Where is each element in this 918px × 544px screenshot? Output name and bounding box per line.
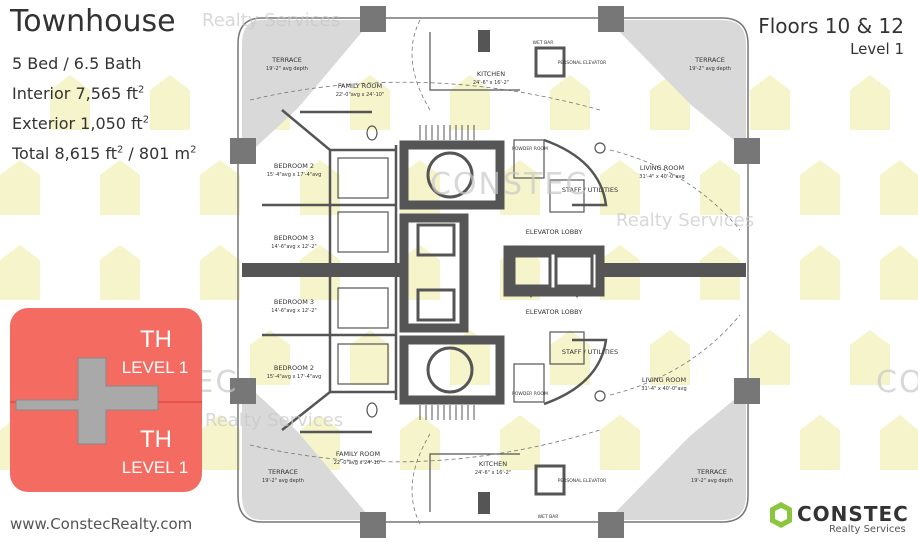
label-staff-bot: STAFF / UTILITIES [562,348,618,356]
watermark-word-3: CONSTEC [876,365,918,400]
label-bed2-bot: BEDROOM 2 [274,364,314,372]
label-lobby-top: ELEVATOR LOBBY [526,228,583,236]
doors [594,142,606,402]
kitchen-islands [478,30,490,514]
utility-curves [543,138,608,406]
label-living-top: LIVING ROOM [640,164,684,172]
label-family-top-dim: 22'-0"avg x 24'-10" [336,92,385,98]
watermark-word-1: CONSTEC [430,167,588,202]
spec-total: Total 8,615 ft2 / 801 m2 [12,144,197,163]
room-labels: TERRACE 19'-2" avg depth TERRACE 19'-2" … [262,40,733,520]
label-bed3-bot-dim: 14'-6"avg x 12'-2" [271,308,316,314]
label-bed2-bot-dim: 15'-4"avg x 17'-4"avg [267,374,322,380]
label-wetbar-top: WET BAR [533,40,554,46]
keyplan [10,308,202,492]
building-outline [237,17,749,523]
label-terrace-tl-dim: 19'-2" avg depth [266,66,308,72]
label-terrace-tr-dim: 19'-2" avg depth [689,66,731,72]
spec-interior-text: Interior 7,565 ft [12,84,138,103]
label-terrace-br: TERRACE [696,468,727,476]
website-link[interactable]: www.ConstecRealty.com [10,515,193,533]
kitchen-counters [429,32,520,512]
terrace-bottom-right [608,390,746,520]
core-walls [399,140,605,405]
label-lobby-bot: ELEVATOR LOBBY [526,308,583,316]
bedroom-walls [262,109,398,434]
bath-fixtures [337,125,585,418]
spec-total-metric: / 801 m [123,144,191,163]
label-terrace-bl: TERRACE [267,468,298,476]
watermark-sub-2: Realty Services [616,210,754,231]
superscript: 2 [142,114,150,126]
lobby-arrows [527,247,581,298]
terrace-top-left [242,20,372,160]
spec-exterior-text: Exterior 1,050 ft [12,114,143,133]
label-terrace-br-dim: 19'-2" avg depth [691,478,733,484]
spec-interior: Interior 7,565 ft2 [12,84,144,103]
spec-total-text: Total 8,615 ft [12,144,117,163]
label-living-top-dim: 31'-4" x 40'-0"avg [639,174,684,180]
label-kitchen-bot: KITCHEN [479,460,507,468]
party-wall-left [242,263,407,277]
label-terrace-tr: TERRACE [694,56,725,64]
keyplan-top-th: TH [140,326,172,353]
superscript: 2 [116,144,124,156]
label-living-bot-dim: 31'-4" x 40'-0"avg [641,386,686,392]
keyplan-core [15,357,159,445]
label-terrace-bl-dim: 19'-2" avg depth [262,478,304,484]
label-kitchen-top: KITCHEN [477,70,505,78]
stairs [419,125,475,420]
superscript: 2 [190,144,197,156]
keyplan-bottom-th: TH [140,426,172,453]
brand-subtitle: Realty Services [829,524,906,535]
columns [230,6,760,538]
level-label: Level 1 [850,40,904,58]
label-wetbar-bot: WET BAR [538,514,559,520]
label-family-top: FAMILY ROOM [338,82,382,90]
watermark-sub-3: Realty Services [205,410,343,431]
label-kitchen-top-dim: 24'-6" x 16'-2" [473,80,509,86]
label-staff-top: STAFF / UTILITIES [562,186,618,194]
page-title: Townhouse [10,4,176,39]
label-powder-bot: POWDER ROOM [512,391,548,397]
label-powder-top: POWDER ROOM [512,146,548,152]
brand-name: CONSTEC [797,502,909,526]
label-elev-bot: PERSONAL ELEVATOR [558,478,607,484]
label-elev-top: PERSONAL ELEVATOR [558,60,607,66]
superscript: 2 [137,84,145,96]
terrace-top-right [608,20,746,150]
floors-label: Floors 10 & 12 [758,14,904,38]
party-wall-right [598,263,746,277]
label-bed2-top-dim: 15'-4"avg x 17'-4"avg [267,172,322,178]
spec-exterior: Exterior 1,050 ft2 [12,114,149,133]
label-family-bot-dim: 22'-0"avg x 24'-10" [334,460,383,466]
label-family-bot: FAMILY ROOM [336,450,380,458]
label-terrace-tl: TERRACE [271,56,302,64]
label-bed2-top: BEDROOM 2 [274,162,314,170]
spec-beds-baths: 5 Bed / 6.5 Bath [12,54,142,73]
terrace-bottom-left [242,380,372,520]
label-living-bot: LIVING ROOM [642,376,686,384]
watermark-sub-1: Realty Services [202,10,340,31]
keyplan-top-level: LEVEL 1 [121,358,189,377]
label-bed3-top: BEDROOM 3 [274,234,314,242]
keyplan-bottom-level: LEVEL 1 [121,458,189,477]
core-details [416,46,594,496]
ceiling-lines [249,19,741,525]
label-bed3-bot: BEDROOM 3 [274,298,314,306]
label-kitchen-bot-dim: 24'-6" x 16'-2" [475,470,511,476]
constec-logo-icon [770,502,792,528]
label-bed3-top-dim: 14'-6"avg x 12'-2" [271,244,316,250]
